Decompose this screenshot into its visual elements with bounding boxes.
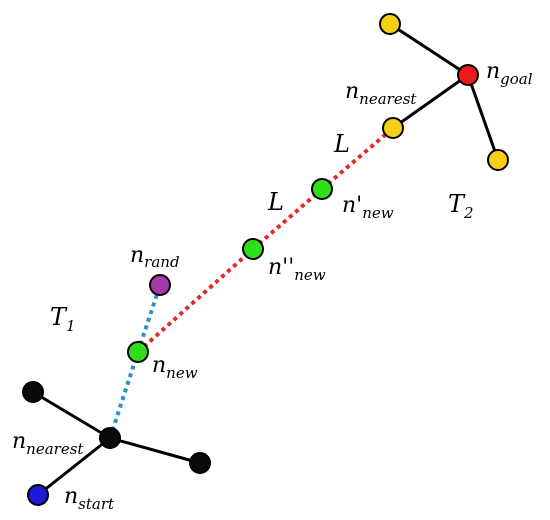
label-n-start: nstart (64, 484, 115, 513)
node-t1-upper-left (22, 381, 44, 403)
dotted-red-new1-to-nearest2 (320, 126, 395, 191)
label-n-goal: ngoal (486, 59, 533, 88)
node-new-2 (242, 238, 264, 260)
edge-goal-to-bottom (466, 74, 500, 161)
node-new (127, 341, 149, 363)
edge-nearest-to-upper-left (32, 390, 111, 440)
label-step-l-upper: L (333, 130, 350, 158)
label-n-new-prime: n'new (342, 193, 394, 222)
dotted-extensions (108, 126, 395, 439)
edge-nearest-to-start (37, 436, 111, 497)
node-t2-bottom (487, 149, 509, 171)
node-nearest-t2 (382, 117, 404, 139)
label-n-new: nnew (152, 353, 198, 382)
nodes (22, 13, 509, 506)
edge-nearest-to-lower-right (109, 436, 201, 465)
dotted-blue-new-to-rand (136, 284, 162, 353)
dotted-red-new2-to-new1 (251, 187, 324, 251)
label-tree-t1: T1 (50, 303, 76, 335)
dotted-blue-nearest-to-new (108, 351, 140, 439)
tree-t1-edges (32, 390, 201, 497)
node-start (27, 484, 49, 506)
label-tree-t2: T2 (448, 190, 474, 222)
dotted-red-new-to-new2 (136, 247, 255, 354)
node-nearest-t1 (99, 427, 121, 449)
node-t2-top (379, 13, 401, 35)
label-n-nearest-t1: nnearest (12, 429, 84, 458)
node-rand (149, 274, 171, 296)
node-t1-lower-right (189, 452, 211, 474)
node-goal (457, 64, 479, 86)
tree-t2-edges (389, 22, 500, 161)
label-n-nearest-t2: nnearest (345, 79, 417, 108)
node-new-1 (311, 178, 333, 200)
label-step-l-lower: L (267, 188, 284, 216)
label-n-rand: nrand (130, 243, 180, 271)
labels: nnearest nstart nnew nrand n''new n'new … (12, 59, 533, 513)
label-n-new-double-prime: n''new (268, 255, 326, 284)
edge-goal-to-top (389, 22, 469, 77)
edge-goal-to-nearest (392, 73, 469, 130)
